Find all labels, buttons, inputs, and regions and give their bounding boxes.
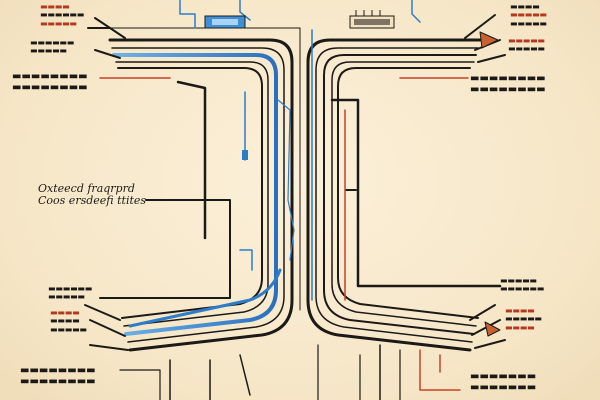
label-block-top-left-2: ▬▬▬▬▬▬▬▬▬▬▬: [30, 37, 75, 56]
center-left-label: Oxteecd fraqrprd Coos ersdeefi ttites: [38, 183, 146, 206]
left-conduit-bundle: [84, 0, 301, 400]
label-block-bottom-right-3: ▬▬▬▬▬▬▬▬▬▬▬▬▬▬: [470, 371, 537, 393]
label-block-bottom-right-1: ▬▬▬▬▬▬▬▬▬▬▬: [500, 275, 545, 294]
center-left-label-line2: Coos ersdeefi ttites: [38, 193, 147, 207]
label-block-right-mid: ▬▬▬▬▬▬▬▬▬▬▬▬▬▬▬▬: [470, 73, 546, 95]
center-left-label-line1: Oxteecd fraqrprd: [38, 182, 135, 195]
label-block-top-left-1: ▬▬▬▬▬▬▬▬▬▬▬▬▬▬▬: [40, 1, 85, 28]
label-block-top-right-1: ▬▬▬▬▬▬▬▬▬▬▬▬▬▬: [510, 1, 547, 28]
label-block-bottom-left-3: ▬▬▬▬▬▬▬▬▬▬▬▬▬▬▬▬: [20, 365, 96, 387]
label-block-top-right-2: ▬▬▬▬▬▬▬▬▬▬: [508, 35, 545, 54]
label-block-bottom-left-1: ▬▬▬▬▬▬▬▬▬▬▬: [48, 283, 93, 302]
label-block-bottom-left-2: ▬▬▬▬▬▬▬▬▬▬▬▬▬: [50, 307, 87, 334]
label-block-bottom-right-2: ▬▬▬▬▬▬▬▬▬▬▬▬▬: [505, 305, 542, 332]
label-block-left-mid: ▬▬▬▬▬▬▬▬▬▬▬▬▬▬▬▬: [12, 71, 88, 93]
right-conduit-bundle: [306, 0, 506, 400]
